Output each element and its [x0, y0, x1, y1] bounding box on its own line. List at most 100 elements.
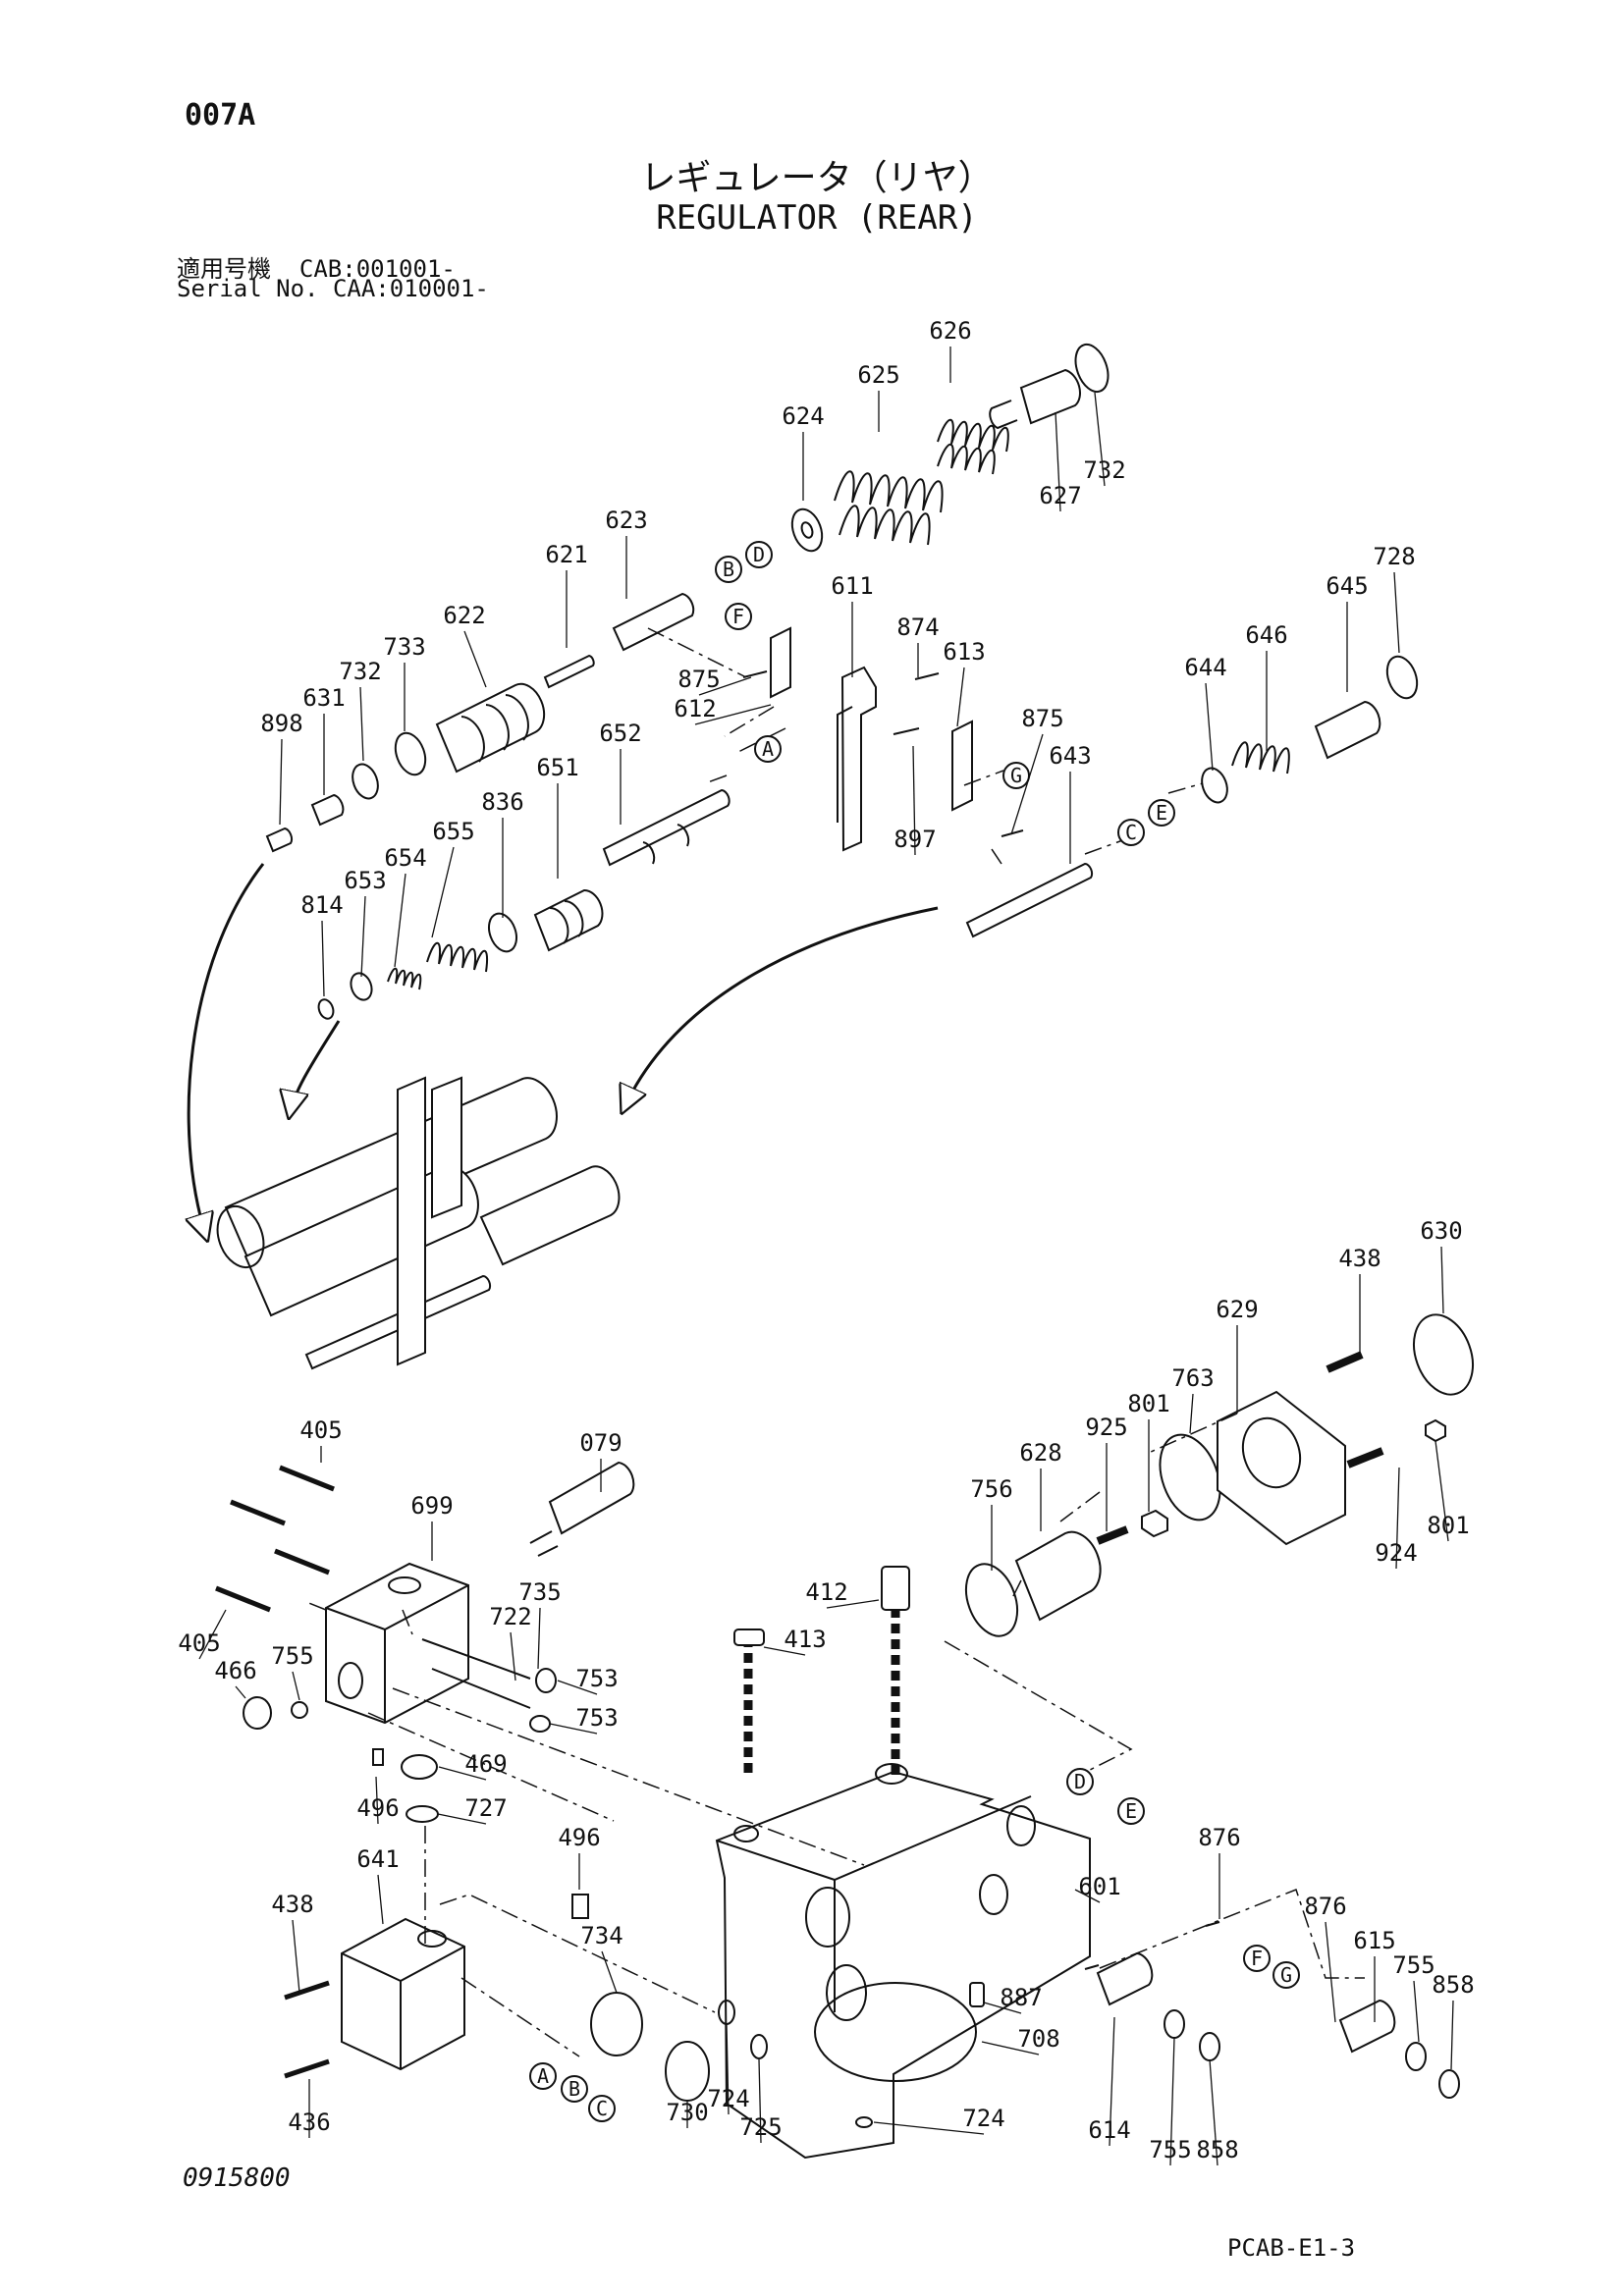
leader-line [198, 1609, 227, 1660]
leader-line [1094, 392, 1106, 487]
part-label-874: 874 [896, 614, 939, 641]
svg-text:F: F [1251, 1947, 1263, 1970]
part-label-614: 614 [1088, 2116, 1130, 2144]
part-label-814: 814 [300, 891, 343, 919]
svg-text:B: B [723, 558, 734, 581]
leader-line [956, 667, 965, 727]
part-label-496: 496 [356, 1794, 399, 1822]
svg-text:E: E [1125, 1799, 1137, 1823]
part-label-732: 732 [339, 658, 381, 685]
leader-line [981, 2041, 1040, 2056]
part-label-801: 801 [1127, 1390, 1169, 1417]
part-label-756: 756 [970, 1475, 1012, 1503]
part-label-651: 651 [536, 754, 578, 781]
part-label-438: 438 [271, 1891, 313, 1918]
leader-line [1395, 1467, 1400, 1570]
leader-line [1209, 2058, 1218, 2166]
leader-line [431, 846, 455, 938]
part-label-924: 924 [1375, 1539, 1417, 1567]
svg-text:B: B [568, 2077, 580, 2101]
part-label-466: 466 [214, 1657, 256, 1684]
part-label-858: 858 [1432, 1971, 1474, 1999]
part-label-735: 735 [518, 1578, 561, 1606]
svg-text:E: E [1156, 801, 1167, 825]
part-label-753: 753 [575, 1704, 618, 1732]
svg-text:G: G [1010, 764, 1022, 787]
part-label-413: 413 [784, 1626, 826, 1653]
part-label-623: 623 [605, 507, 647, 534]
part-label-722: 722 [489, 1603, 531, 1630]
part-label-405: 405 [299, 1416, 342, 1444]
page-title-japanese: レギュレータ（リヤ） [640, 158, 994, 198]
leader-line [1205, 682, 1214, 772]
part-label-622: 622 [443, 602, 485, 629]
part-label-621: 621 [545, 541, 587, 568]
part-label-405: 405 [178, 1629, 220, 1657]
leader-line [1189, 1393, 1194, 1434]
part-label-653: 653 [344, 867, 386, 894]
part-label-629: 629 [1216, 1296, 1258, 1323]
part-label-624: 624 [782, 402, 824, 430]
serial-line-2: Serial No. CAA:010001- [177, 275, 489, 302]
svg-text:G: G [1280, 1963, 1292, 1987]
leader-line [698, 676, 752, 696]
part-label-079: 079 [579, 1429, 622, 1457]
part-label-699: 699 [410, 1492, 453, 1520]
leader-line [758, 2058, 762, 2144]
part-label-643: 643 [1049, 742, 1091, 770]
leader-line [1109, 2016, 1115, 2147]
leader-line [292, 1671, 300, 1701]
leader-line [694, 704, 772, 725]
part-label-613: 613 [943, 638, 985, 666]
part-label-725: 725 [739, 2113, 782, 2141]
leader-line [557, 1680, 598, 1695]
part-label-801: 801 [1427, 1512, 1469, 1539]
leader-line [912, 745, 916, 856]
leader-line [601, 1950, 618, 1994]
leader-line [360, 895, 366, 978]
svg-text:C: C [596, 2097, 608, 2120]
ref-marker-a: A [754, 735, 782, 763]
leader-line [1055, 411, 1061, 512]
ref-marker-c: C [588, 2095, 616, 2122]
part-label-646: 646 [1245, 621, 1287, 649]
leader-line [1010, 733, 1044, 835]
leader-line [549, 1723, 598, 1735]
ref-marker-b: B [715, 556, 742, 583]
part-label-496: 496 [558, 1824, 600, 1851]
ref-marker-g: G [1272, 1961, 1300, 1989]
part-label-412: 412 [805, 1578, 847, 1606]
leader-line [438, 1766, 487, 1781]
part-label-652: 652 [599, 720, 641, 747]
part-label-615: 615 [1353, 1927, 1395, 1954]
svg-text:F: F [732, 605, 744, 628]
part-label-876: 876 [1304, 1893, 1346, 1920]
leader-line [292, 1919, 300, 1994]
part-label-654: 654 [384, 844, 426, 872]
leader-line [375, 1776, 379, 1825]
svg-text:A: A [537, 2064, 549, 2088]
leader-line [321, 920, 325, 997]
part-label-631: 631 [302, 684, 345, 712]
ref-marker-f: F [1243, 1945, 1271, 1972]
part-label-897: 897 [893, 826, 936, 853]
part-label-732: 732 [1083, 456, 1125, 484]
drawing-number: 0915800 [183, 2163, 291, 2193]
part-label-925: 925 [1085, 1414, 1127, 1441]
part-label-612: 612 [674, 695, 716, 722]
part-label-630: 630 [1420, 1217, 1462, 1245]
part-label-626: 626 [929, 317, 971, 345]
ref-marker-c: C [1117, 819, 1145, 846]
part-label-858: 858 [1196, 2136, 1238, 2163]
part-label-876: 876 [1198, 1824, 1240, 1851]
part-label-898: 898 [260, 710, 302, 737]
leader-line [726, 2023, 730, 2115]
part-label-644: 644 [1184, 654, 1226, 681]
part-label-628: 628 [1019, 1439, 1061, 1467]
leader-line [359, 686, 364, 762]
leader-line [1440, 1246, 1444, 1314]
part-label-438: 438 [1338, 1245, 1380, 1272]
part-label-875: 875 [1021, 705, 1063, 732]
